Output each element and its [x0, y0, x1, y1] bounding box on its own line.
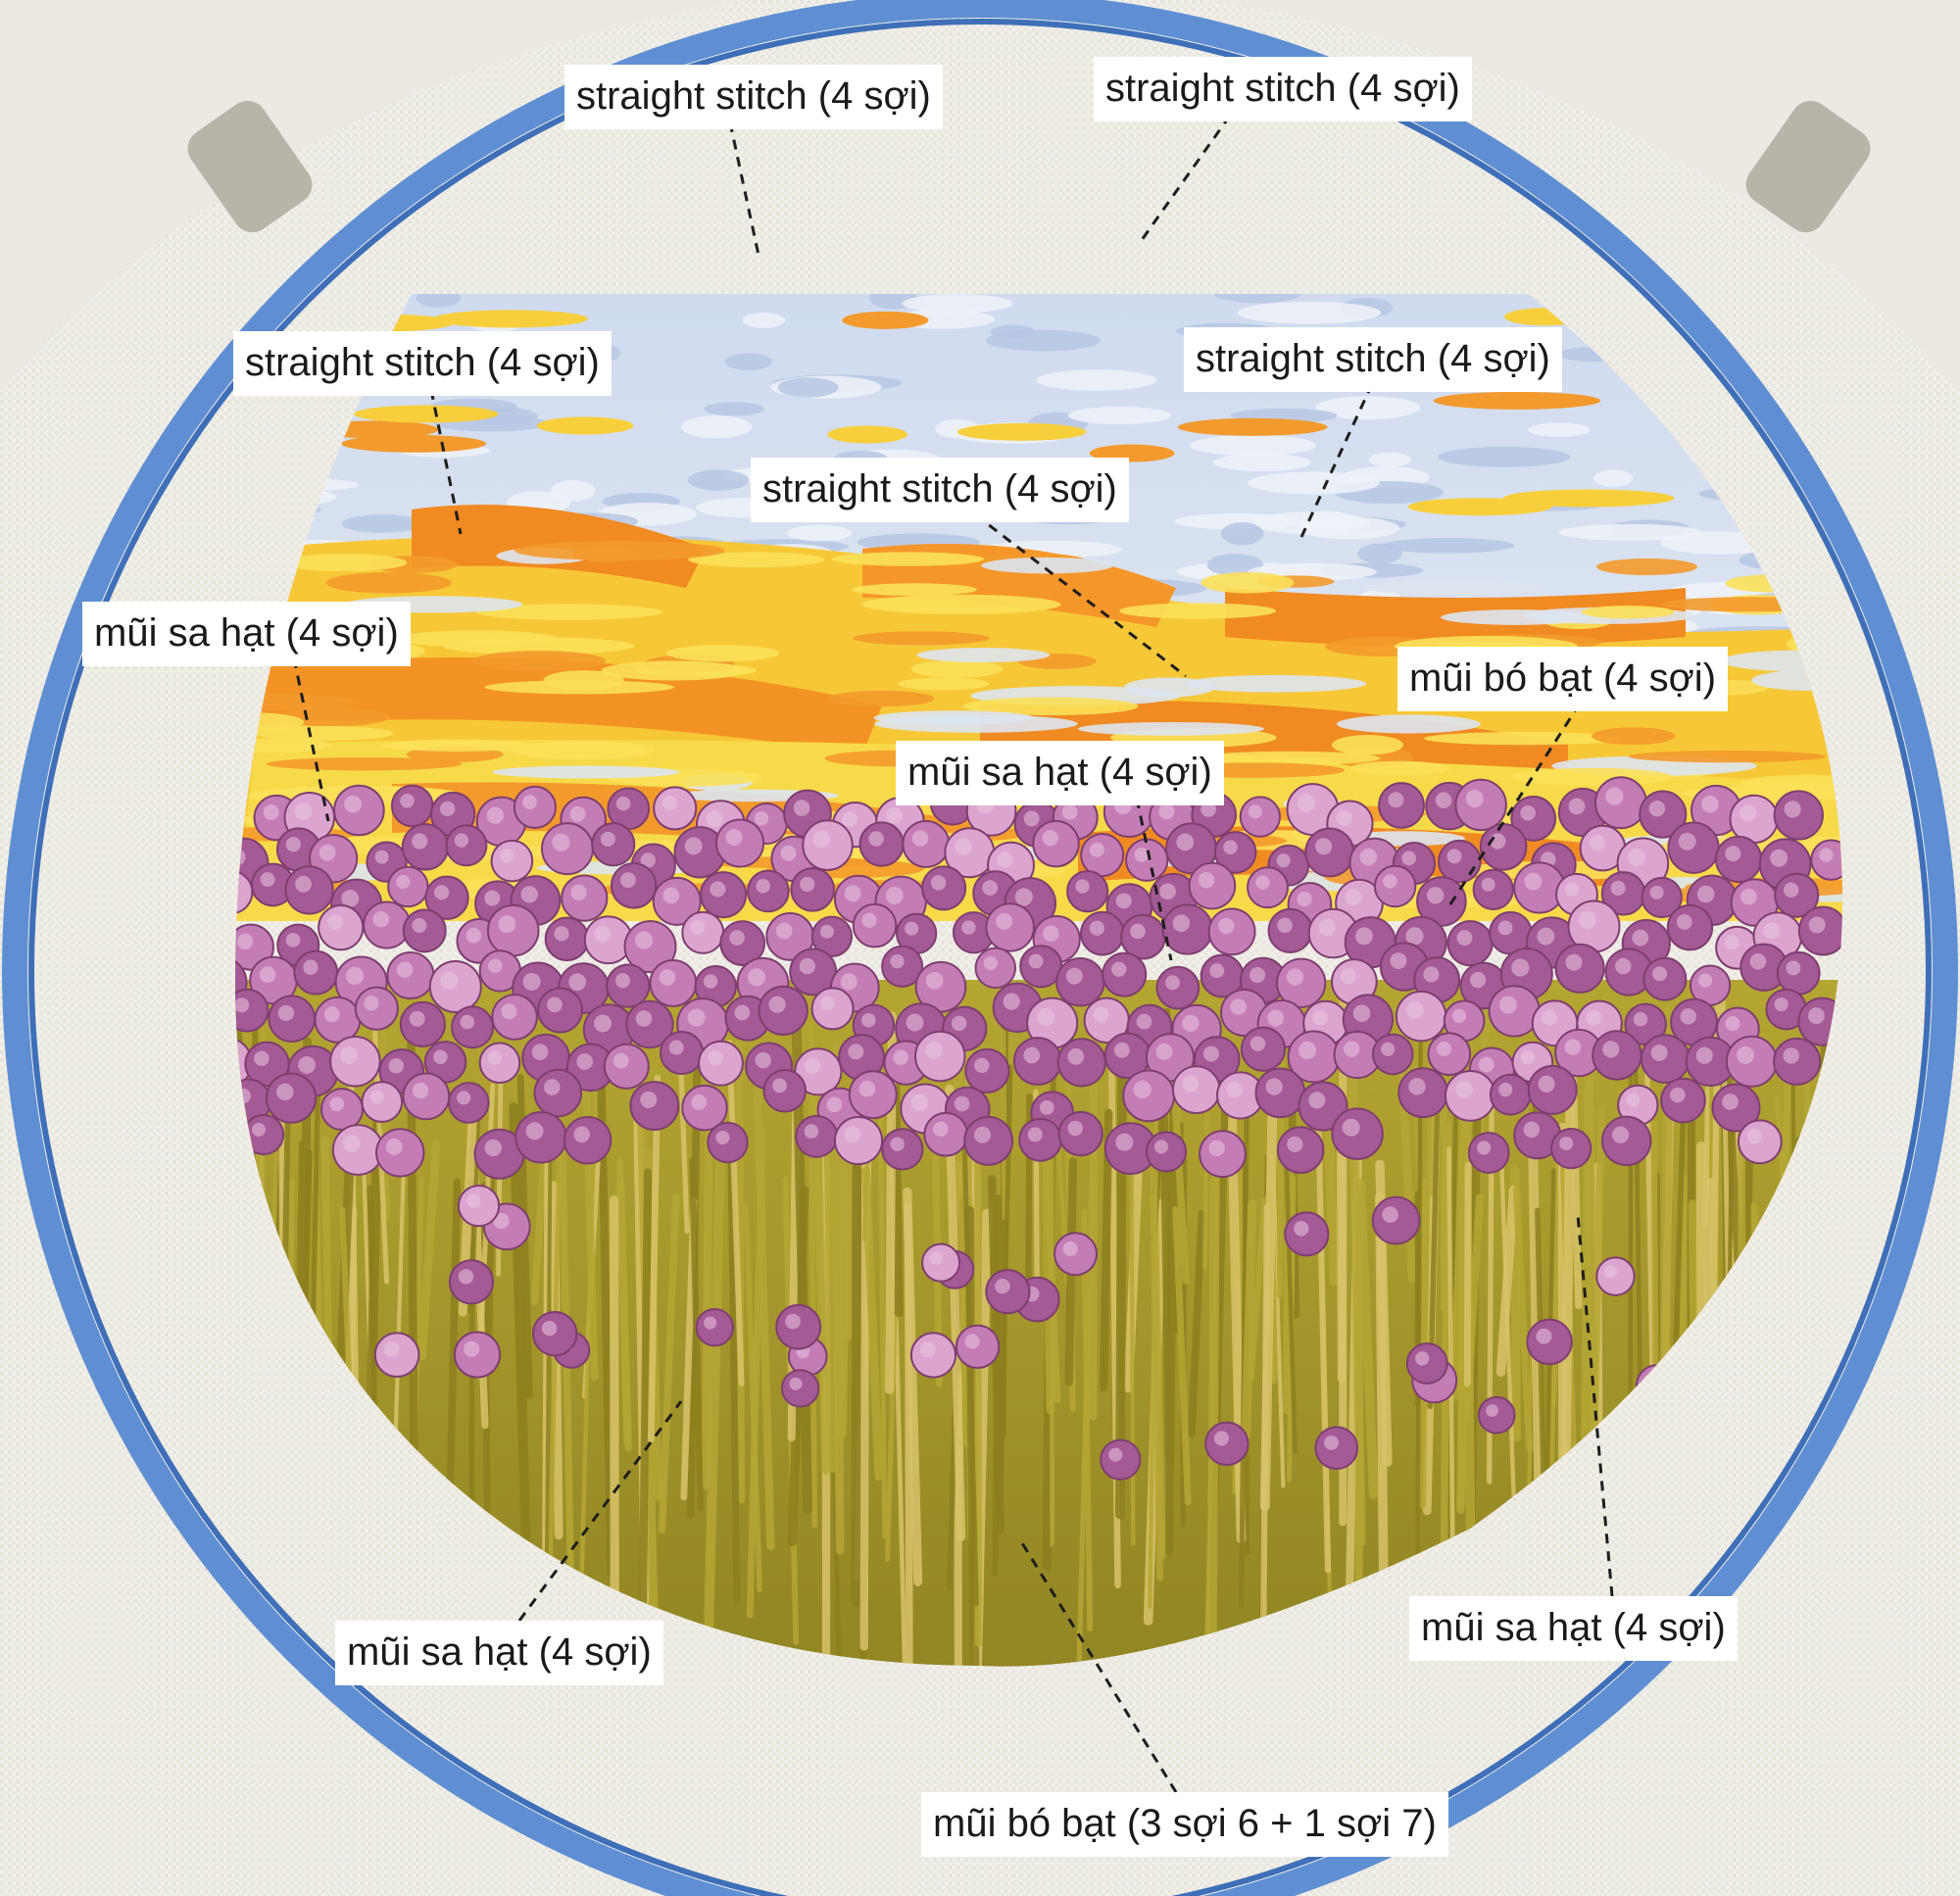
embroidery-hoop-inner: [28, 19, 1932, 1896]
callout-straight-stitch-2: straight stitch (4 sợi): [1094, 57, 1472, 122]
callout-straight-stitch-1: straight stitch (4 sợi): [564, 65, 943, 129]
callout-straight-stitch-4: straight stitch (4 sợi): [1184, 327, 1562, 392]
french-knot-flowers: [235, 776, 1842, 1481]
leader-lines: [292, 115, 1614, 1793]
leader-line-3: [429, 389, 463, 535]
callout-french-knot-1: mũi sa hạt (4 sợi): [82, 602, 411, 666]
callout-french-knot-2: mũi sa hạt (4 sợi): [896, 741, 1224, 805]
leader-line-1: [728, 122, 761, 261]
callout-straight-stitch-3: straight stitch (4 sợi): [233, 331, 612, 396]
hoop-clamp-right: [1745, 100, 1871, 233]
hoop-outer-corner: [0, 0, 1960, 392]
callout-satin-stitch-2: mũi bó bạt (3 sợi 6 + 1 sợi 7): [921, 1792, 1448, 1857]
callout-french-knot-3: mũi sa hạt (4 sợi): [335, 1621, 663, 1685]
leader-line-7: [1446, 703, 1582, 908]
leader-line-5: [974, 512, 1187, 678]
leader-line-10: [1576, 1214, 1614, 1597]
leader-line-11: [1017, 1537, 1178, 1793]
hoop-clamp: [187, 100, 313, 233]
leader-line-2: [1140, 115, 1232, 241]
callout-straight-stitch-5: straight stitch (4 sợi): [751, 458, 1129, 522]
callout-french-knot-4: mũi sa hạt (4 sợi): [1409, 1596, 1738, 1661]
callout-satin-stitch-1: mũi bó bạt (4 sợi): [1397, 647, 1729, 711]
